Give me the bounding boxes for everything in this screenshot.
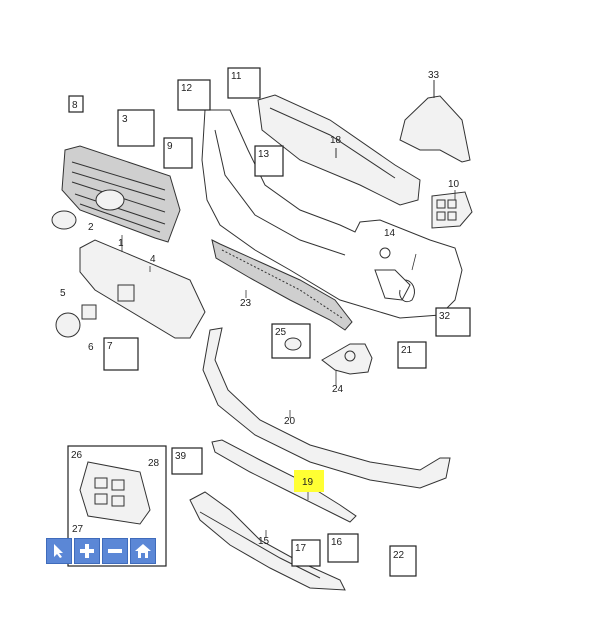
label-10: 10 — [448, 179, 460, 190]
label-4: 4 — [150, 254, 156, 265]
svg-text:22: 22 — [393, 550, 405, 561]
label-23: 23 — [240, 298, 252, 309]
label-2: 2 — [88, 222, 94, 233]
callout-22: 22 — [389, 545, 417, 577]
cursor-icon — [54, 544, 63, 558]
label-14: 14 — [384, 228, 396, 239]
svg-text:39: 39 — [175, 451, 187, 462]
callout-17: 17 — [291, 539, 321, 567]
label-27: 27 — [72, 524, 84, 535]
label-6: 6 — [88, 342, 94, 353]
bumper-cover — [201, 109, 463, 319]
part-10-module — [431, 191, 473, 229]
part-23-lower-grille — [211, 239, 353, 331]
part-33-bracket — [399, 95, 471, 163]
part-2-badge — [51, 210, 77, 230]
part-5-badge — [55, 312, 81, 338]
viewer-toolbar — [46, 538, 156, 564]
label-5: 5 — [60, 288, 66, 299]
label-20: 20 — [284, 416, 296, 427]
label-15: 15 — [258, 536, 270, 547]
svg-text:12: 12 — [181, 83, 193, 94]
callout-11: 11 — [227, 67, 261, 99]
svg-text:7: 7 — [107, 341, 113, 352]
plus-icon — [80, 544, 94, 558]
svg-text:11: 11 — [231, 71, 242, 82]
label-33: 33 — [428, 70, 440, 81]
callout-9: 9 — [163, 137, 193, 169]
svg-text:32: 32 — [439, 311, 451, 322]
part-18-bracket — [257, 94, 421, 206]
svg-text:21: 21 — [401, 345, 413, 356]
svg-text:25: 25 — [275, 327, 287, 338]
part-6-clip — [81, 304, 97, 320]
zoom-out-button[interactable] — [102, 538, 128, 564]
callout-25: 25 — [271, 323, 311, 359]
label-28: 28 — [148, 458, 160, 469]
callout-39: 39 — [171, 447, 203, 475]
home-icon — [135, 544, 151, 558]
callout-21: 21 — [397, 341, 427, 369]
callout-16: 16 — [327, 533, 359, 563]
label-8: 8 — [72, 100, 78, 111]
svg-text:17: 17 — [295, 543, 307, 554]
label-1: 1 — [118, 238, 124, 249]
callout-13: 13 — [254, 145, 284, 177]
svg-text:9: 9 — [167, 141, 173, 152]
zoom-in-button[interactable] — [74, 538, 100, 564]
part-24-fog-bracket — [321, 343, 373, 375]
select-button[interactable] — [46, 538, 72, 564]
part-20-lower-lip — [202, 327, 451, 489]
part-19-strip — [211, 439, 357, 523]
callout-19-highlight[interactable]: 19 — [294, 470, 324, 492]
minus-icon — [108, 549, 122, 553]
leader-lines — [121, 190, 456, 538]
callout-32: 32 — [435, 307, 471, 337]
svg-text:16: 16 — [331, 537, 343, 548]
part-4-grille-frame — [79, 239, 206, 339]
callout-3: 3 — [117, 109, 155, 147]
callout-8: 8 — [68, 95, 84, 113]
label-26: 26 — [71, 450, 83, 461]
label-18: 18 — [330, 135, 342, 146]
svg-text:3: 3 — [122, 114, 128, 125]
callout-12: 12 — [177, 79, 211, 111]
svg-text:19: 19 — [302, 477, 314, 488]
label-24: 24 — [332, 384, 344, 395]
callout-7: 7 — [103, 337, 139, 371]
home-button[interactable] — [130, 538, 156, 564]
svg-text:13: 13 — [258, 149, 270, 160]
